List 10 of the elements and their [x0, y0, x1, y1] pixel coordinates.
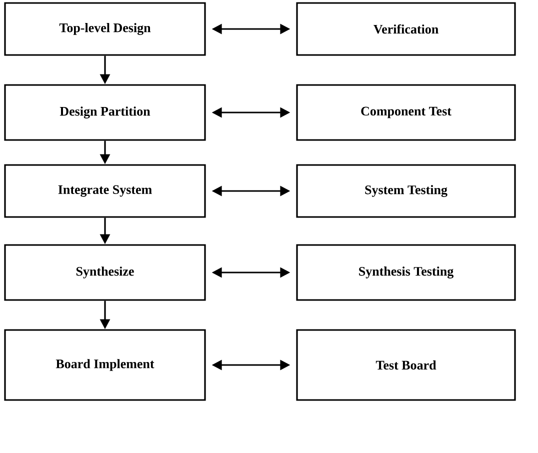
process-box: Board Implement — [4, 329, 206, 401]
process-box: Test Board — [296, 329, 516, 401]
process-box: Design Partition — [4, 84, 206, 141]
process-box: Integrate System — [4, 164, 206, 218]
process-box: Top-level Design — [4, 2, 206, 56]
process-box: Component Test — [296, 84, 516, 141]
process-box: Synthesize — [4, 244, 206, 301]
process-box: System Testing — [296, 164, 516, 218]
process-box: Synthesis Testing — [296, 244, 516, 301]
process-box: Verification — [296, 2, 516, 56]
